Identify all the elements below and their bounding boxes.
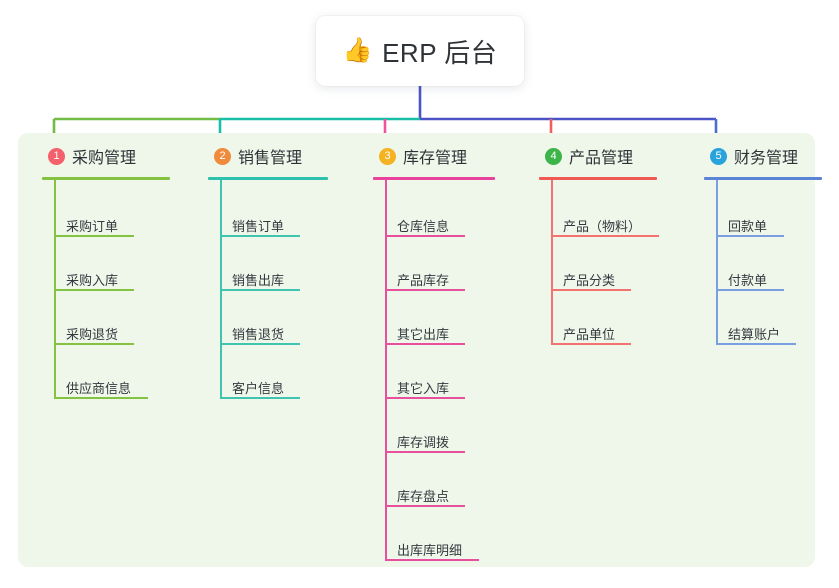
leaf-item[interactable]: 产品单位 [563, 327, 616, 342]
branch-header-bar-1 [42, 177, 170, 180]
leaf-item[interactable]: 客户信息 [232, 381, 285, 396]
branch-trunk-3 [385, 180, 387, 559]
branch-header-bar-5 [704, 177, 822, 180]
leaf-item[interactable]: 采购入库 [66, 273, 119, 288]
branch-trunk-5 [716, 180, 718, 343]
leaf-item[interactable]: 其它出库 [397, 327, 450, 342]
leaf-item[interactable]: 销售出库 [232, 273, 285, 288]
leaf-underline [385, 289, 465, 291]
leaf-underline [551, 343, 631, 345]
leaf-item[interactable]: 销售订单 [232, 219, 285, 234]
leaf-item[interactable]: 回款单 [728, 219, 768, 234]
leaf-underline [716, 343, 796, 345]
leaf-item[interactable]: 供应商信息 [66, 381, 132, 396]
branch-badge-4: 4 [545, 147, 562, 165]
branch-header-bar-2 [208, 177, 328, 180]
branch-column-2: 2 销售管理销售订单销售出库销售退货客户信息 [196, 143, 328, 399]
branch-trunk-1 [54, 180, 56, 397]
branch-header-5[interactable]: 5 财务管理 [692, 143, 798, 169]
leaf-underline [385, 397, 465, 399]
branch-header-bar-3 [373, 177, 495, 180]
branch-header-bar-4 [539, 177, 657, 180]
leaf-item[interactable]: 付款单 [728, 273, 768, 288]
branch-header-3[interactable]: 3 库存管理 [361, 143, 467, 169]
leaf-underline [716, 289, 784, 291]
leaf-item[interactable]: 采购退货 [66, 327, 119, 342]
leaf-item[interactable]: 产品（物料） [563, 219, 642, 234]
leaf-item[interactable]: 采购订单 [66, 219, 119, 234]
branch-header-1[interactable]: 1 采购管理 [30, 143, 136, 169]
branches-panel [18, 133, 815, 567]
leaf-item[interactable]: 产品库存 [397, 273, 450, 288]
leaf-item[interactable]: 销售退货 [232, 327, 285, 342]
branch-title-1: 采购管理 [72, 150, 137, 167]
branch-badge-5: 5 [710, 147, 727, 165]
branch-column-5: 5 财务管理回款单付款单结算账户 [692, 143, 822, 345]
leaf-underline [716, 235, 784, 237]
branch-title-2: 销售管理 [238, 150, 303, 167]
leaf-underline [385, 451, 465, 453]
branch-column-3: 3 库存管理仓库信息产品库存其它出库其它入库库存调拨库存盘点出库库明细 [361, 143, 495, 561]
root-title-text: ERP 后台 [382, 37, 498, 68]
leaf-item[interactable]: 出库库明细 [397, 543, 463, 558]
leaf-underline [54, 289, 134, 291]
leaf-underline [220, 289, 300, 291]
leaf-underline [385, 343, 465, 345]
leaf-underline [385, 505, 465, 507]
branch-header-2[interactable]: 2 销售管理 [196, 143, 302, 169]
leaf-underline [220, 343, 300, 345]
leaf-underline [54, 235, 134, 237]
root-node-title: 👍 ERP 后台 [343, 33, 498, 70]
branch-column-1: 1 采购管理采购订单采购入库采购退货供应商信息 [30, 143, 170, 399]
leaf-underline [220, 235, 300, 237]
leaf-underline [220, 397, 300, 399]
branch-title-4: 产品管理 [569, 150, 634, 167]
branch-trunk-2 [220, 180, 222, 397]
thumbs-up-icon: 👍 [342, 37, 374, 64]
leaf-item[interactable]: 库存盘点 [397, 489, 450, 504]
branch-badge-2: 2 [214, 147, 231, 165]
leaf-item[interactable]: 仓库信息 [397, 219, 450, 234]
branch-title-5: 财务管理 [734, 150, 799, 167]
leaf-item[interactable]: 结算账户 [728, 327, 781, 342]
leaf-underline [54, 397, 148, 399]
branch-trunk-4 [551, 180, 553, 343]
leaf-underline [385, 235, 465, 237]
branch-badge-3: 3 [379, 147, 396, 165]
root-node-card[interactable]: 👍 ERP 后台 [316, 16, 524, 86]
leaf-item[interactable]: 产品分类 [563, 273, 616, 288]
leaf-underline [551, 235, 659, 237]
leaf-item[interactable]: 其它入库 [397, 381, 450, 396]
branch-title-3: 库存管理 [403, 150, 468, 167]
leaf-underline [54, 343, 134, 345]
branch-badge-1: 1 [48, 147, 65, 165]
leaf-underline [551, 289, 631, 291]
leaf-underline [385, 559, 479, 561]
branch-column-4: 4 产品管理产品（物料） 产品分类产品单位 [527, 143, 659, 345]
branch-header-4[interactable]: 4 产品管理 [527, 143, 633, 169]
leaf-item[interactable]: 库存调拨 [397, 435, 450, 450]
